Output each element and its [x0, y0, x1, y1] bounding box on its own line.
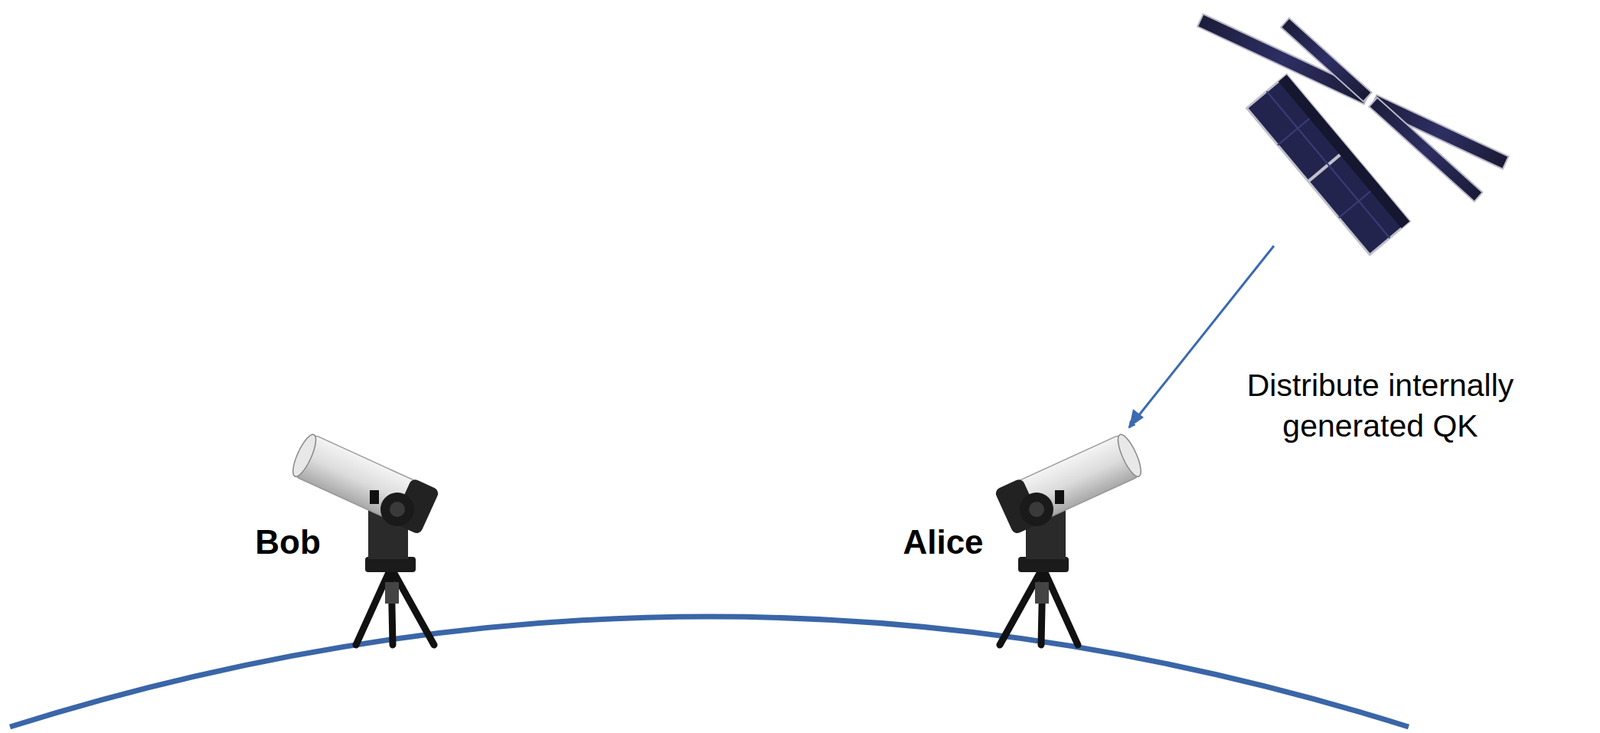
arrow-label: Distribute internally generated QK — [1181, 365, 1580, 448]
station-label: Bob — [211, 519, 365, 564]
solar-panel — [1368, 97, 1483, 202]
earth-surface — [9, 616, 1409, 727]
satellite — [1197, 13, 1509, 255]
telescope-alice — [993, 430, 1147, 645]
satellite-body — [1247, 74, 1411, 255]
arrow-head — [1129, 408, 1144, 428]
station-label: Alice — [866, 519, 1020, 564]
body-side — [1278, 74, 1410, 229]
cell-line — [1266, 91, 1391, 239]
body-face — [1247, 74, 1411, 255]
